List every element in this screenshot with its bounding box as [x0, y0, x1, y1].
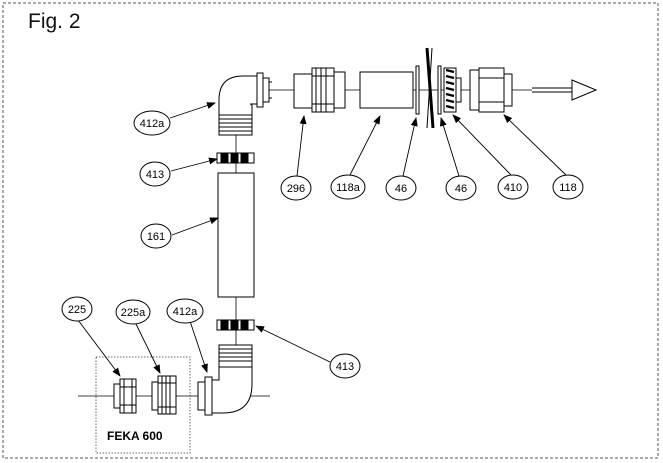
callout-circle-46b — [445, 175, 477, 201]
callout-161: 161 — [147, 231, 165, 243]
callout-circle-412a-bottom — [166, 298, 204, 324]
callout-118a: 118a — [336, 182, 361, 194]
callout-circle-225a — [115, 299, 151, 325]
callout-circle-225 — [61, 296, 93, 322]
callout-46a: 46 — [395, 183, 407, 195]
seal-washers-46 — [415, 47, 442, 129]
fitting-118 — [469, 67, 513, 113]
feka-box — [95, 356, 191, 454]
feka-box-label: FEKA 600 — [107, 429, 163, 443]
callout-46b: 46 — [455, 183, 467, 195]
callout-circle-410 — [497, 174, 529, 200]
elbow-top-412a — [218, 72, 272, 136]
flow-arrow-icon — [532, 79, 598, 101]
callout-labels: 412a 296 118a 46 46 410 118 413 161 225 … — [68, 118, 577, 373]
callout-410: 410 — [504, 182, 522, 194]
union-296 — [293, 67, 346, 113]
callout-412a-bottom: 412a — [173, 306, 198, 318]
callout-413-bottom: 413 — [336, 361, 354, 373]
callout-413-top: 413 — [146, 169, 164, 181]
pipe-118a — [359, 71, 414, 109]
nut-410 — [443, 67, 462, 113]
clamp-top-413 — [216, 152, 255, 164]
callout-118: 118 — [559, 182, 577, 194]
elbow-bottom-412a — [197, 344, 253, 416]
figure-title: Fig. 2 — [28, 10, 81, 33]
callout-circle-161 — [140, 223, 172, 249]
callout-circle-296 — [280, 175, 312, 201]
callout-circle-46a — [385, 175, 417, 201]
union-225a — [151, 375, 177, 415]
callout-circles — [61, 110, 584, 379]
callout-225a: 225a — [121, 307, 146, 319]
pipe-161 — [217, 172, 255, 298]
callout-296: 296 — [287, 183, 305, 195]
callout-circle-413-bottom — [329, 353, 361, 379]
figure-frame — [2, 2, 659, 459]
leader-lines — [77, 102, 567, 377]
union-225 — [113, 378, 137, 414]
callout-412a-top: 412a — [140, 118, 165, 130]
callout-circle-118a — [330, 174, 366, 200]
callout-circle-118 — [552, 174, 584, 200]
clamp-bottom-413 — [216, 319, 255, 331]
callout-circle-413-top — [139, 161, 171, 187]
callout-circle-412a-top — [133, 110, 171, 136]
callout-225: 225 — [68, 304, 86, 316]
